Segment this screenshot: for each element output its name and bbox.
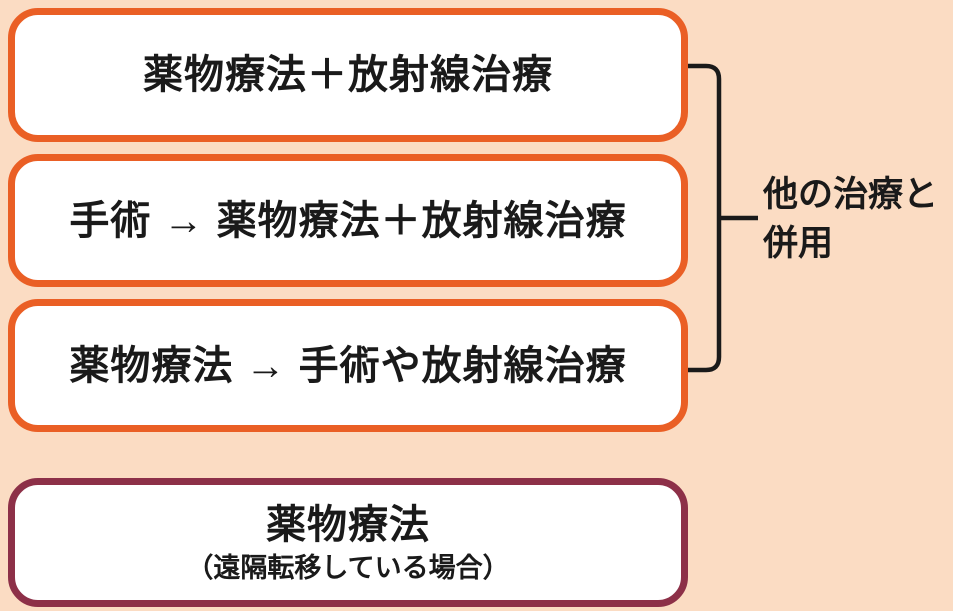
bracket-connector (688, 63, 758, 373)
bracket-label-line1: 他の治療と (763, 175, 939, 214)
treatment-box-drug-plus-radiation: 薬物療法＋放射線治療 (8, 8, 688, 142)
treatment-box-surgery-then-drug-radiation: 手術 → 薬物療法＋放射線治療 (8, 154, 688, 287)
treatment-box-label: 薬物療法＋放射線治療 (143, 53, 553, 97)
treatment-box-label: 薬物療法 → 手術や放射線治療 (69, 343, 627, 388)
treatment-box-drug-then-surgery-radiation: 薬物療法 → 手術や放射線治療 (8, 299, 688, 432)
bracket-label: 他の治療と 併用 (763, 170, 938, 268)
treatment-box-sublabel: （遠隔転移している場合） (186, 552, 510, 583)
treatment-box-label: 手術 → 薬物療法＋放射線治療 (69, 198, 627, 243)
treatment-box-label: 薬物療法 (266, 502, 430, 547)
treatment-box-drug-only-metastasis: 薬物療法 （遠隔転移している場合） (8, 478, 688, 607)
bracket-label-line2: 併用 (763, 224, 834, 263)
